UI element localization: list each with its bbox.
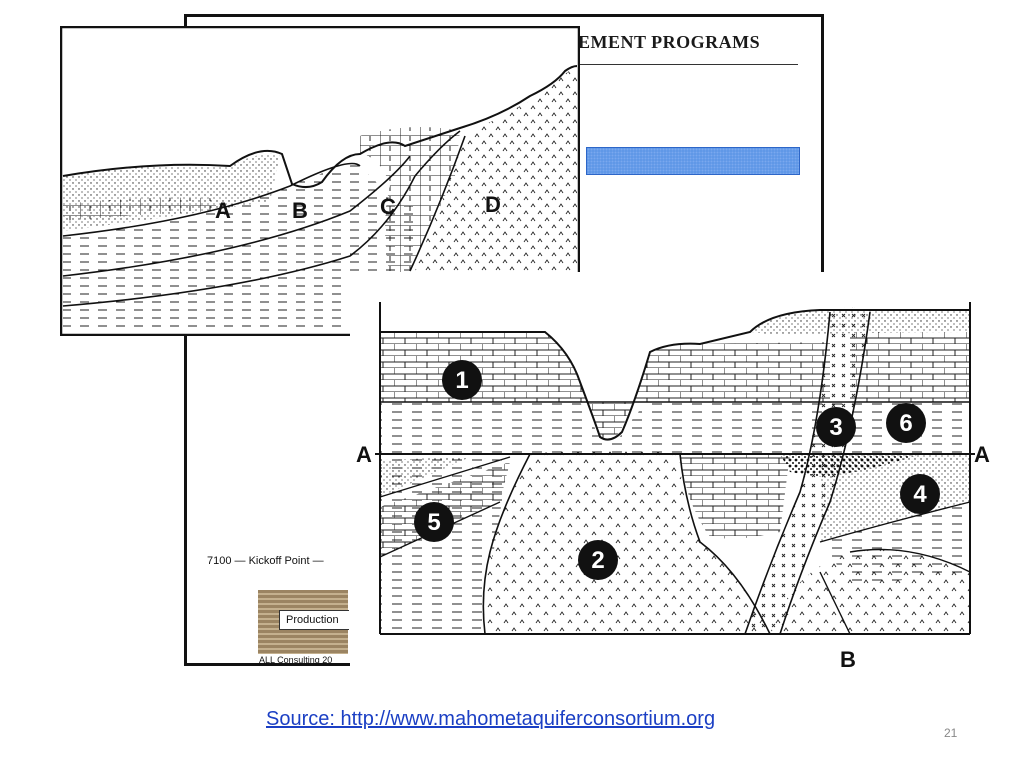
unit-2-badge: 2	[578, 540, 618, 580]
unit-1-badge: 1	[442, 360, 482, 400]
page-number: 21	[944, 726, 958, 740]
label-c: C	[380, 194, 396, 219]
unit-3-label: 3	[829, 414, 842, 441]
unit-2-label: 2	[591, 547, 604, 574]
kickoff-point-label: 7100 — Kickoff Point —	[207, 555, 324, 567]
label-a: A	[215, 198, 231, 223]
unit-5-badge: 5	[414, 502, 454, 542]
section-label-right: A	[974, 442, 990, 467]
unit-4-label: 4	[913, 481, 927, 508]
unit-5-label: 5	[427, 509, 440, 536]
unit-1-label: 1	[455, 367, 468, 394]
section-label-left: A	[356, 442, 372, 467]
unit-6-badge: 6	[886, 403, 926, 443]
unit-3-badge: 3	[816, 407, 856, 447]
document-credit: ALL Consulting 20	[259, 655, 333, 665]
highlight-bar	[586, 147, 800, 175]
unit-6-label: 6	[899, 410, 912, 437]
label-b: B	[292, 198, 308, 223]
source-link[interactable]: Source: http://www.mahometaquiferconsort…	[266, 708, 716, 730]
title-divider	[578, 64, 798, 65]
aquifer-cross-section: 1 2 3 4 5 6 A A B	[350, 272, 999, 684]
section-label-bottom: B	[840, 647, 856, 672]
label-d: D	[485, 192, 501, 217]
document-title: EMENT PROGRAMS	[578, 32, 761, 52]
unit-4-badge: 4	[900, 474, 940, 514]
production-label: Production	[279, 610, 349, 630]
